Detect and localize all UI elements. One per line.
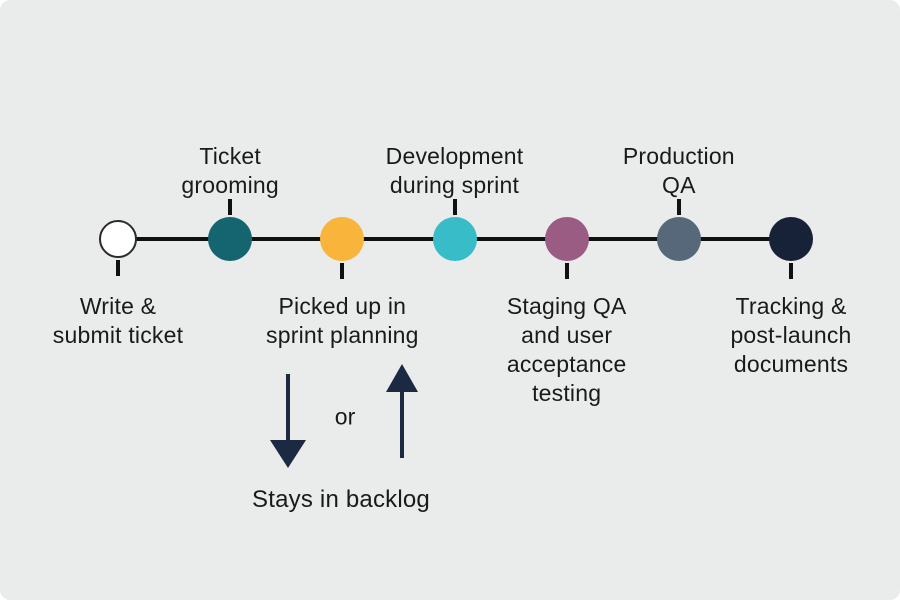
node-tick-write-submit-ticket — [116, 260, 120, 276]
node-label-sprint-planning: Picked up in sprint planning — [266, 293, 419, 348]
node-ticket-grooming — [208, 217, 253, 261]
arrow-down-head — [270, 440, 306, 468]
node-label-tracking-postlaunch: Tracking & post-launch documents — [730, 293, 852, 377]
node-staging-qa — [544, 217, 589, 261]
node-production-qa — [656, 217, 701, 261]
node-label-production-qa: Production QA — [622, 143, 735, 198]
node-tick-staging-qa — [564, 263, 569, 279]
arrow-down-shaft — [286, 374, 290, 444]
arrow-up-head — [386, 364, 418, 392]
backlog-outcome-label: Stays in backlog — [252, 486, 430, 513]
node-development-sprint — [432, 217, 477, 261]
node-label-staging-qa: Staging QA and user acceptance testing — [506, 293, 627, 406]
node-label-write-submit-ticket: Write & submit ticket — [52, 293, 184, 348]
node-tick-ticket-grooming — [228, 199, 233, 215]
or-label: or — [334, 403, 356, 430]
node-label-development-sprint: Development during sprint — [385, 143, 524, 198]
node-label-ticket-grooming: Ticket grooming — [181, 143, 279, 198]
node-tick-development-sprint — [452, 199, 457, 215]
node-sprint-planning — [320, 217, 365, 261]
node-tick-tracking-postlaunch — [789, 263, 793, 279]
node-tick-sprint-planning — [340, 263, 345, 279]
node-tracking-postlaunch — [769, 217, 813, 261]
node-tick-production-qa — [676, 199, 681, 215]
node-write-submit-ticket — [99, 220, 137, 258]
arrow-up-icon — [386, 364, 418, 458]
arrow-up-shaft — [400, 388, 404, 458]
arrow-down-icon — [270, 374, 306, 468]
